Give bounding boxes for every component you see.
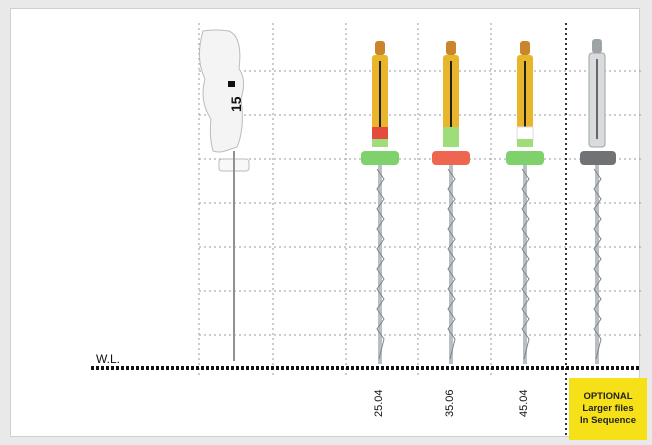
optional-note-line-2: Larger files	[582, 403, 634, 414]
file-sequence-panel: 15 W.L. 25.04 35.06 45.04 OPTIONAL Large…	[10, 8, 647, 440]
working-length-label: W.L.	[96, 352, 121, 366]
rotary-file-25-04	[361, 41, 399, 364]
optional-note-line-3: In Sequence	[580, 415, 636, 426]
optional-note: OPTIONAL Larger files In Sequence	[569, 378, 647, 440]
rotary-file-45-04	[506, 41, 544, 364]
rotary-file-35-06	[432, 41, 470, 364]
sequence-illustration	[91, 23, 641, 438]
file-label-25-04: 25.04	[373, 389, 385, 417]
file-label-45-04: 45.04	[518, 389, 530, 417]
hand-file-size-label: 15	[228, 96, 244, 112]
grid-lines	[198, 23, 641, 377]
optional-larger-file	[580, 39, 616, 364]
optional-note-line-1: OPTIONAL	[583, 391, 633, 402]
file-label-35-06: 35.06	[444, 389, 456, 417]
hand-file-15	[199, 29, 250, 361]
